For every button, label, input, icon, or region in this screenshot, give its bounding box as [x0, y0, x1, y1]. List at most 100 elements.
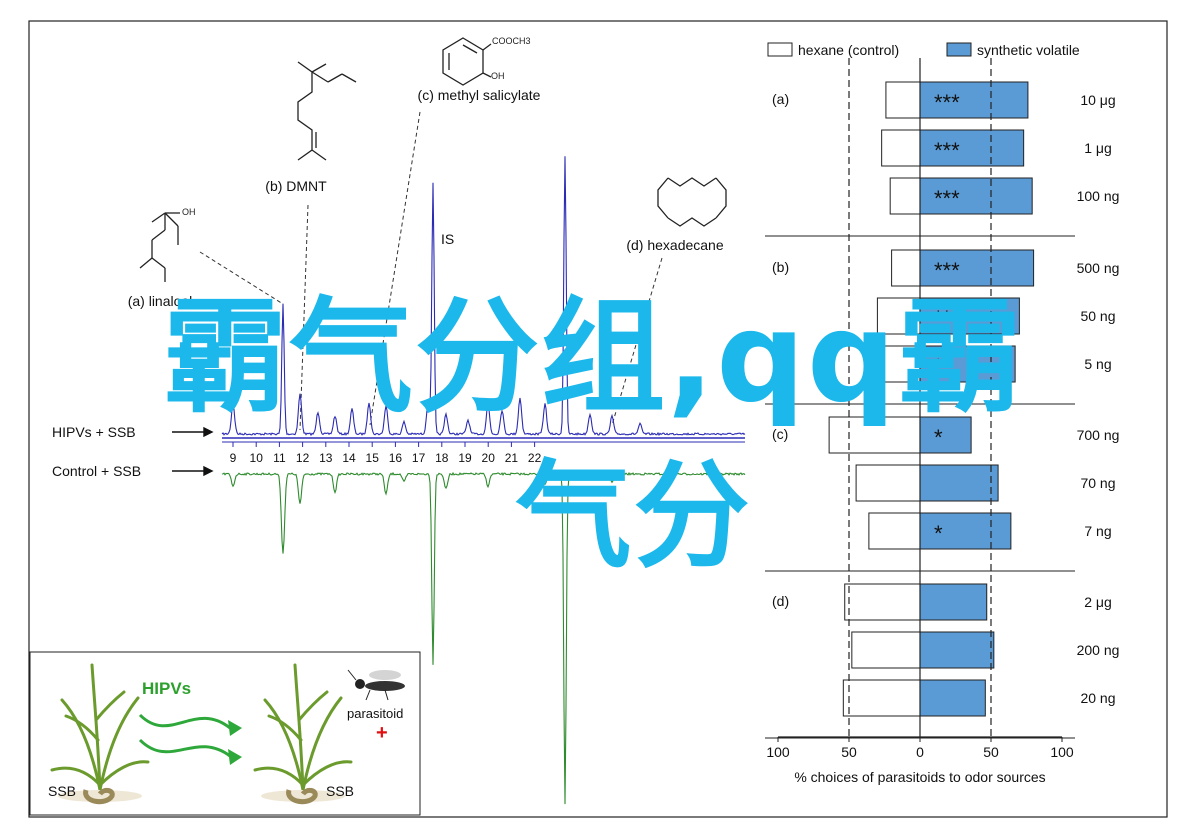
chromatogram-tick-label: 19 — [458, 451, 472, 465]
significance-mark: *** — [934, 186, 960, 211]
ssb-left-label: SSB — [48, 783, 76, 799]
hipvs-trace-label: HIPVs + SSB — [52, 424, 136, 440]
control-trace-label: Control + SSB — [52, 463, 141, 479]
parasitoid-icon — [347, 669, 405, 701]
chromatogram: COOCH3 OH (c) methyl salicylate (b) DMNT — [52, 36, 746, 805]
bar-synthetic — [919, 464, 999, 502]
significance-mark: * — [934, 521, 943, 546]
dose-label: 10 μg — [1080, 92, 1115, 108]
bar-control — [891, 249, 921, 287]
bar-x-axis-label: % choices of parasitoids to odor sources — [794, 769, 1045, 785]
legend-swatch-control — [767, 42, 793, 57]
chromatogram-tick-label: 11 — [273, 451, 286, 465]
bar-control — [885, 81, 921, 119]
chromatogram-tick-label: 9 — [230, 451, 237, 465]
chromatogram-tick-label: 20 — [482, 451, 496, 465]
dose-label: 20 ng — [1080, 690, 1115, 706]
group-label: (b) — [772, 259, 789, 275]
dose-label: 100 ng — [1077, 188, 1120, 204]
linalool-structure — [139, 212, 180, 282]
control-trace — [221, 471, 746, 805]
dose-label: 50 ng — [1080, 308, 1115, 324]
bar-synthetic — [919, 249, 1035, 287]
dose-label: 7 ng — [1084, 523, 1111, 539]
soil-left — [58, 790, 142, 802]
bar-control — [851, 631, 921, 669]
bar-control — [842, 679, 921, 717]
ssb-larva-right-icon — [286, 787, 318, 805]
bar-synthetic — [919, 512, 1012, 550]
bar-control — [876, 297, 921, 335]
chromatogram-tick-label: 14 — [342, 451, 356, 465]
figure-border — [28, 20, 1168, 818]
dose-label: 700 ng — [1077, 427, 1120, 443]
significance-mark: * — [934, 425, 943, 450]
methyl-salicylate-label: (c) methyl salicylate — [418, 87, 541, 103]
bar-control — [872, 345, 921, 383]
cooch3-label: COOCH3 — [492, 36, 531, 46]
hipvs-arrows-icon — [138, 713, 231, 758]
bar-synthetic — [919, 583, 988, 621]
legend-control: hexane (control) — [798, 42, 899, 58]
bar-synthetic — [919, 81, 1029, 119]
ssb-right-label: SSB — [326, 783, 354, 799]
soil-right — [261, 790, 345, 802]
significance-mark: *** — [934, 90, 960, 115]
bar-groups: (a) *** 10 μg *** 1 μg *** 100 ng (b) *** 500 ng *… — [765, 58, 1120, 739]
dose-label: 200 ng — [1077, 642, 1120, 658]
bar-synthetic — [919, 345, 1016, 383]
bar-control — [828, 416, 921, 454]
group-label: (a) — [772, 91, 789, 107]
dose-label: 2 μg — [1084, 594, 1112, 610]
chromatogram-tick-label: 16 — [389, 451, 403, 465]
bar-group: (b)***500 ng***50 ng*5 ng — [765, 249, 1120, 405]
dose-label: 70 ng — [1080, 475, 1115, 491]
leader-lines — [199, 111, 663, 431]
bar-axis-tick-label: 50 — [983, 744, 999, 760]
hexadecane-label: (d) hexadecane — [626, 237, 724, 253]
bar-synthetic — [919, 631, 995, 669]
significance-mark: *** — [934, 138, 960, 163]
oh-label-linalool: OH — [182, 207, 196, 217]
linalool-label: (a) linalool — [128, 293, 193, 309]
methyl-salicylate-structure — [442, 37, 492, 86]
bar-chart: hexane (control) synthetic volatile (a)*… — [765, 42, 1119, 785]
chromatogram-tick-label: 18 — [435, 451, 449, 465]
bar-control — [881, 129, 921, 167]
arrow-head-1 — [228, 720, 242, 736]
bar-synthetic — [919, 416, 972, 454]
ssb-larva-left-icon — [83, 787, 115, 805]
bar-control — [868, 512, 921, 550]
plant-right-icon — [253, 663, 353, 792]
significance-mark: *** — [934, 306, 960, 331]
hexadecane-structure — [657, 177, 727, 227]
chromatogram-tick-label: 21 — [505, 451, 519, 465]
plus-sign: + — [376, 722, 388, 744]
bar-group: (c) * 700 ng 70 ng * 7 ng — [765, 416, 1120, 572]
dose-label: 500 ng — [1077, 260, 1120, 276]
hipvs-trace — [221, 156, 746, 437]
group-label: (c) — [772, 426, 788, 442]
chromatogram-tick-label: 17 — [412, 451, 426, 465]
bar-synthetic — [919, 177, 1033, 215]
chromatogram-tick-label: 12 — [296, 451, 310, 465]
bar-synthetic — [919, 129, 1025, 167]
dose-label: 1 μg — [1084, 140, 1112, 156]
bar-control — [855, 464, 921, 502]
hipvs-label: HIPVs — [142, 679, 191, 698]
arrow-head-2 — [228, 749, 242, 765]
bar-control — [844, 583, 921, 621]
bar-control — [889, 177, 921, 215]
bar-axis-tick-label: 100 — [1050, 744, 1074, 760]
oh-label-salicylate: OH — [491, 71, 505, 81]
dmnt-structure — [297, 61, 357, 161]
dose-label: 5 ng — [1084, 356, 1111, 372]
bar-synthetic — [919, 297, 1020, 335]
inset-panel: HIPVs SSB SSB parasitoid + — [29, 651, 421, 816]
chromatogram-tick-label: 10 — [250, 451, 264, 465]
bar-axis-tick-label: 100 — [766, 744, 790, 760]
